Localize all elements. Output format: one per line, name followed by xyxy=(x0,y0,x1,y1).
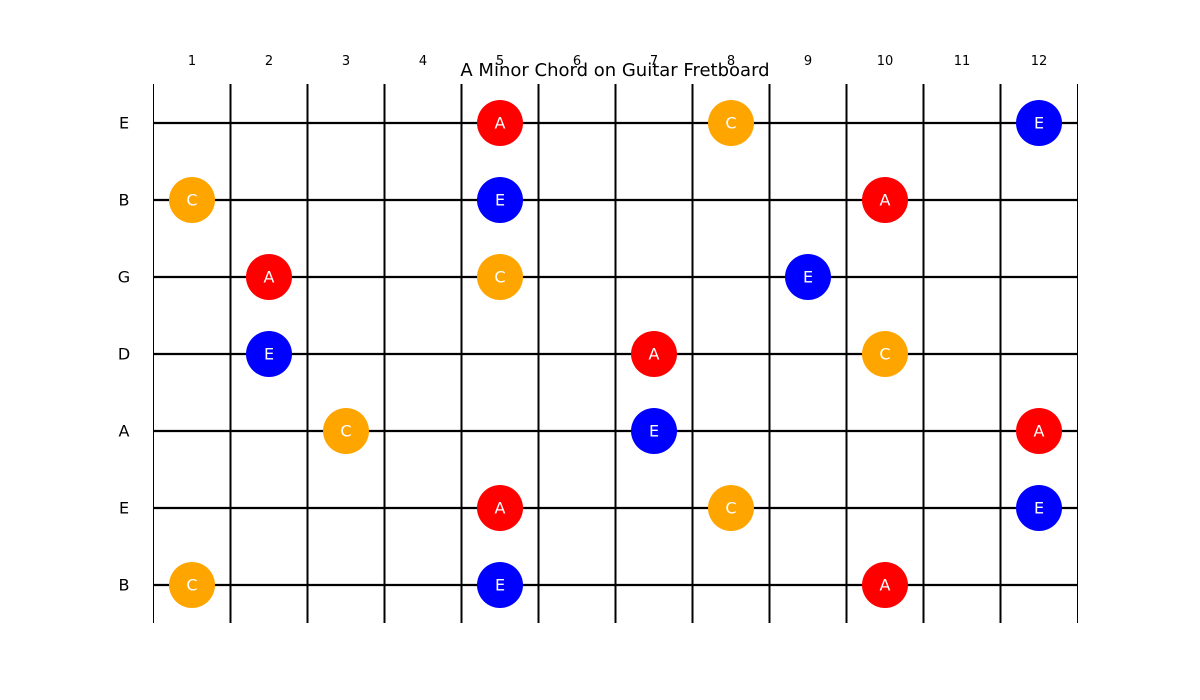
string-label: B xyxy=(119,191,130,210)
note-circle xyxy=(708,100,754,146)
note-circle xyxy=(1016,485,1062,531)
note-marker-a: A xyxy=(862,177,908,223)
note-label: A xyxy=(264,268,275,287)
note-label: A xyxy=(1034,422,1045,441)
note-marker-c: C xyxy=(477,254,523,300)
note-marker-c: C xyxy=(708,100,754,146)
string-label: A xyxy=(119,422,130,441)
note-label: E xyxy=(803,268,813,287)
note-label: E xyxy=(495,576,505,595)
note-label: E xyxy=(649,422,659,441)
note-label: C xyxy=(340,422,351,441)
note-label: C xyxy=(879,345,890,364)
note-marker-c: C xyxy=(169,177,215,223)
note-label: E xyxy=(264,345,274,364)
fret-number-label: 4 xyxy=(419,54,427,69)
note-circle xyxy=(1016,408,1062,454)
note-circle xyxy=(477,485,523,531)
fret-number-label: 9 xyxy=(804,54,812,69)
note-marker-c: C xyxy=(169,562,215,608)
note-circle xyxy=(862,331,908,377)
note-circle xyxy=(862,177,908,223)
note-marker-a: A xyxy=(1016,408,1062,454)
note-marker-e: E xyxy=(477,562,523,608)
note-marker-e: E xyxy=(246,331,292,377)
note-marker-e: E xyxy=(631,408,677,454)
fret-number-label: 2 xyxy=(265,54,273,69)
note-label: A xyxy=(880,191,891,210)
note-marker-a: A xyxy=(246,254,292,300)
note-circle xyxy=(169,562,215,608)
note-markers: A C E C E A A C E E A C C E A A C E C E A xyxy=(169,100,1062,608)
fret-number-label: 6 xyxy=(573,54,581,69)
note-circle xyxy=(785,254,831,300)
string-label: E xyxy=(119,114,129,133)
note-circle xyxy=(631,331,677,377)
note-label: E xyxy=(495,191,505,210)
note-marker-e: E xyxy=(785,254,831,300)
string-label: E xyxy=(119,499,129,518)
note-label: E xyxy=(1034,499,1044,518)
note-label: E xyxy=(1034,114,1044,133)
note-label: A xyxy=(880,576,891,595)
note-label: A xyxy=(495,499,506,518)
note-circle xyxy=(246,331,292,377)
note-marker-e: E xyxy=(1016,100,1062,146)
note-marker-c: C xyxy=(708,485,754,531)
note-marker-c: C xyxy=(323,408,369,454)
note-marker-a: A xyxy=(477,485,523,531)
note-marker-e: E xyxy=(477,177,523,223)
note-circle xyxy=(477,254,523,300)
note-circle xyxy=(323,408,369,454)
fret-number-label: 8 xyxy=(727,54,735,69)
fret-number-label: 1 xyxy=(188,54,196,69)
fretboard-grid xyxy=(153,84,1078,623)
note-circle xyxy=(631,408,677,454)
note-label: C xyxy=(186,576,197,595)
note-marker-e: E xyxy=(1016,485,1062,531)
note-circle xyxy=(169,177,215,223)
note-label: A xyxy=(495,114,506,133)
fret-number-label: 11 xyxy=(954,54,971,69)
string-label: D xyxy=(118,345,130,364)
note-circle xyxy=(477,100,523,146)
note-label: C xyxy=(186,191,197,210)
note-circle xyxy=(862,562,908,608)
note-marker-a: A xyxy=(862,562,908,608)
note-label: C xyxy=(725,114,736,133)
note-label: A xyxy=(649,345,660,364)
note-circle xyxy=(477,177,523,223)
note-marker-a: A xyxy=(477,100,523,146)
note-marker-c: C xyxy=(862,331,908,377)
string-labels: E B G D A E B xyxy=(118,114,130,595)
note-marker-a: A xyxy=(631,331,677,377)
fret-number-label: 3 xyxy=(342,54,350,69)
diagram-title: A Minor Chord on Guitar Fretboard xyxy=(460,60,769,81)
note-circle xyxy=(708,485,754,531)
note-label: C xyxy=(494,268,505,287)
fret-number-label: 12 xyxy=(1031,54,1048,69)
note-circle xyxy=(1016,100,1062,146)
note-circle xyxy=(477,562,523,608)
note-circle xyxy=(246,254,292,300)
note-label: C xyxy=(725,499,736,518)
fret-number-label: 10 xyxy=(877,54,894,69)
fret-number-label: 7 xyxy=(650,54,658,69)
string-label: B xyxy=(119,576,130,595)
fret-number-label: 5 xyxy=(496,54,504,69)
string-label: G xyxy=(118,268,130,287)
